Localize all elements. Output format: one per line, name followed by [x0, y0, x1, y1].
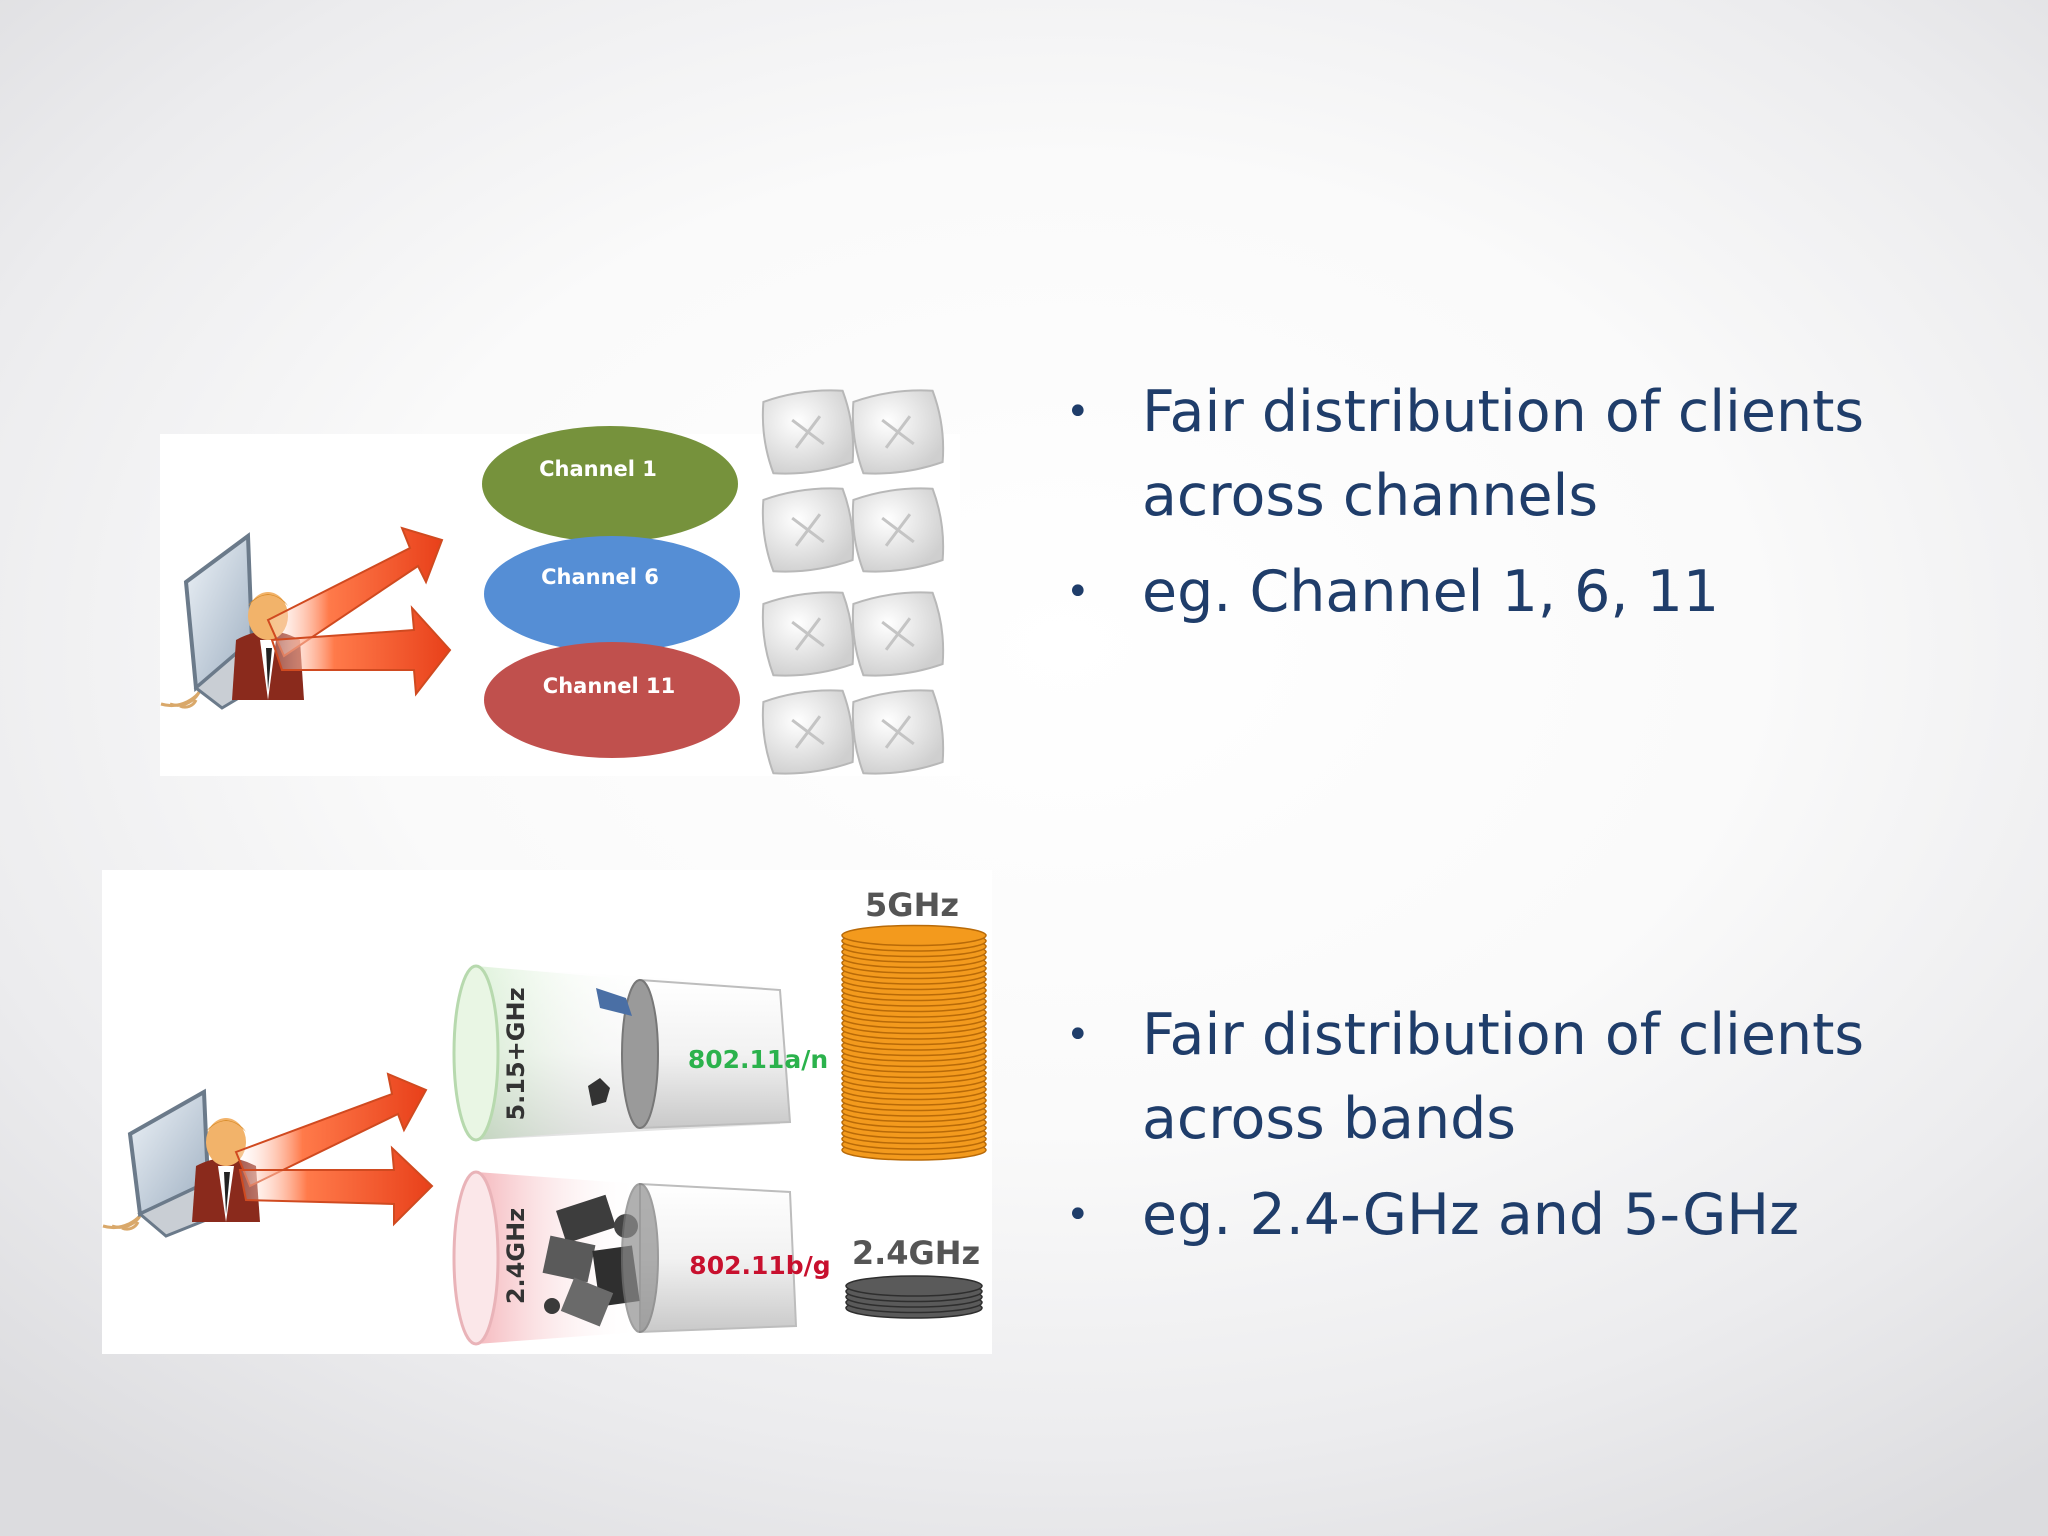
channel-diagram: Channel 1 Channel 6 Channel 11 — [160, 389, 960, 776]
access-point-icon — [761, 487, 855, 573]
channel-1-label: Channel 1 — [539, 457, 657, 481]
access-point-icon — [761, 591, 855, 677]
band-diagram: 5.15+GHz 802.11a/n 2.4GHz 802.11b/g 5GHz — [102, 870, 992, 1354]
channel-6-ellipse: Channel 6 — [484, 536, 740, 652]
access-point-icon — [761, 689, 855, 775]
capacity-disc — [841, 924, 987, 947]
bullet-dot: • — [1066, 389, 1090, 435]
24ghz-pipe-side-label: 2.4GHz — [502, 1208, 530, 1304]
channel-1-ellipse: Channel 1 — [482, 426, 738, 542]
5ghz-disc-stack — [841, 924, 987, 1161]
bullet-text: Fair distribution of clients across chan… — [1142, 379, 1865, 529]
bullet-item: • eg. Channel 1, 6, 11 — [1058, 550, 1978, 634]
channel-11-ellipse: Channel 11 — [484, 642, 740, 758]
bullet-dot: • — [1066, 1012, 1090, 1058]
bullet-text: Fair distribution of clients across band… — [1142, 1002, 1865, 1152]
channel-6-label: Channel 6 — [541, 565, 659, 589]
channel-bullet-list: • Fair distribution of clients across cha… — [1058, 370, 1978, 646]
24ghz-capacity-stack: 2.4GHz — [845, 1234, 983, 1319]
bullet-item: • eg. 2.4-GHz and 5-GHz — [1058, 1173, 1978, 1257]
access-point-icon — [851, 591, 945, 677]
5ghz-pipe-label: 802.11a/n — [688, 1045, 828, 1074]
bullet-dot: • — [1066, 569, 1090, 615]
band-bullet-list: • Fair distribution of clients across ban… — [1058, 993, 1978, 1269]
bullet-dot: • — [1066, 1192, 1090, 1238]
24ghz-stack-label: 2.4GHz — [852, 1234, 980, 1272]
access-point-icon — [851, 487, 945, 573]
device-icon — [596, 988, 632, 1016]
access-point-icon — [851, 689, 945, 775]
arrow-to-channel-11-icon — [270, 605, 452, 697]
5ghz-stack-label: 5GHz — [865, 886, 959, 924]
24ghz-pipe: 2.4GHz 802.11b/g — [452, 1170, 831, 1346]
bullet-item: • Fair distribution of clients across cha… — [1058, 370, 1978, 538]
access-point-grid — [761, 389, 945, 775]
24ghz-pipe-label: 802.11b/g — [689, 1251, 830, 1280]
access-point-icon — [761, 389, 855, 475]
channel-11-label: Channel 11 — [543, 674, 675, 698]
capacity-disc — [845, 1275, 983, 1297]
arrow-to-24ghz-pipe-icon — [238, 1145, 434, 1227]
5ghz-pipe: 5.15+GHz 802.11a/n — [452, 964, 828, 1142]
access-point-icon — [851, 389, 945, 475]
bullet-item: • Fair distribution of clients across ban… — [1058, 993, 1978, 1161]
camera-icon — [588, 1078, 610, 1106]
5ghz-pipe-side-label: 5.15+GHz — [502, 987, 530, 1120]
5ghz-capacity-stack: 5GHz — [841, 886, 987, 1161]
bullet-text: eg. 2.4-GHz and 5-GHz — [1142, 1182, 1800, 1248]
bullet-text: eg. Channel 1, 6, 11 — [1142, 559, 1720, 625]
24ghz-disc-stack — [845, 1275, 983, 1319]
